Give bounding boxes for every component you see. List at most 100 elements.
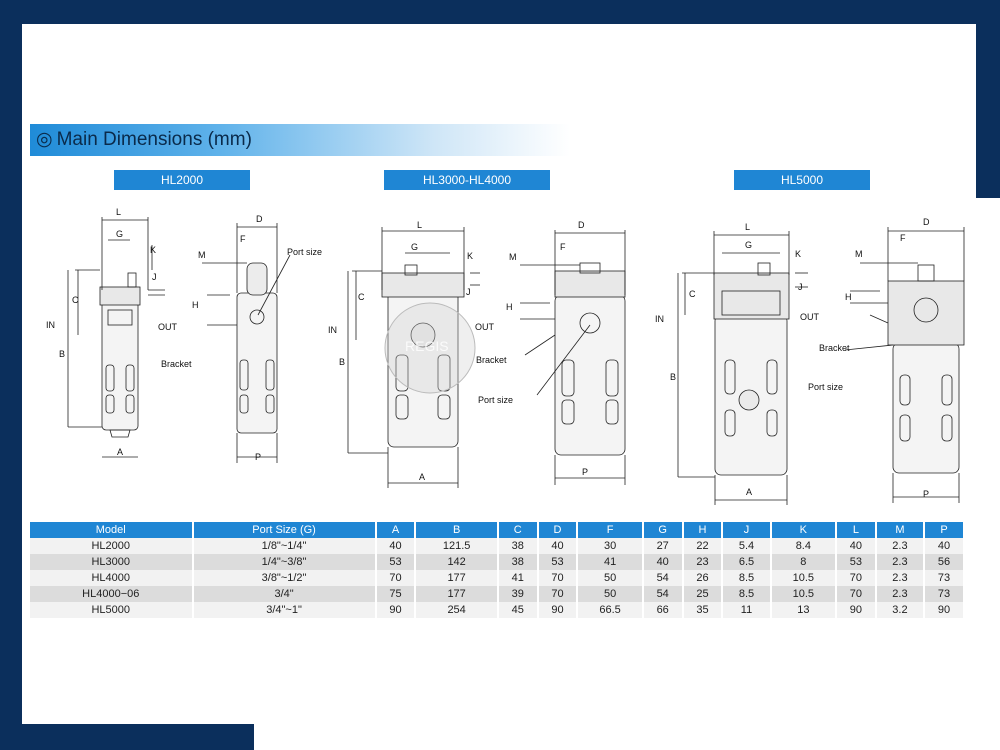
- label-f: F: [560, 242, 566, 252]
- table-cell: 90: [537, 602, 579, 618]
- table-cell: 3/4": [192, 586, 377, 602]
- table-cell: 70: [375, 570, 417, 586]
- table-cell: 75: [375, 586, 417, 602]
- table-cell: 54: [642, 586, 684, 602]
- label-l: L: [745, 222, 750, 232]
- label-in: IN: [328, 325, 337, 335]
- hl3000-front-view: [347, 227, 480, 488]
- label-c: C: [72, 295, 79, 305]
- label-k: K: [467, 251, 473, 261]
- table-cell: 3/4"~1": [192, 602, 377, 618]
- label-c: C: [689, 289, 696, 299]
- section-title-text: Main Dimensions (mm): [56, 129, 252, 150]
- frame-accent-right: [976, 24, 1000, 198]
- hl3000-side-view: [520, 230, 626, 485]
- regis-watermark: REGIS: [384, 302, 476, 394]
- label-m: M: [198, 250, 206, 260]
- table-cell: 3/8"~1/2": [192, 570, 377, 586]
- table-cell: 38: [497, 554, 539, 570]
- label-d: D: [578, 220, 585, 230]
- label-f: F: [240, 234, 246, 244]
- label-b: B: [59, 349, 65, 359]
- label-out: OUT: [475, 322, 495, 332]
- table-header-cell: H: [682, 522, 724, 538]
- label-h: H: [192, 300, 199, 310]
- label-g: G: [411, 242, 418, 252]
- label-b: B: [670, 372, 676, 382]
- table-cell: 50: [577, 570, 644, 586]
- label-in: IN: [655, 314, 664, 324]
- label-j: J: [152, 272, 157, 282]
- label-a: A: [746, 487, 752, 497]
- table-cell: 30: [577, 538, 644, 554]
- hl5000-side-view: [844, 227, 965, 503]
- table-cell: 53: [836, 554, 877, 570]
- table-cell: 40: [924, 538, 965, 554]
- table-cell: 177: [415, 586, 499, 602]
- table-cell: 70: [836, 586, 877, 602]
- bullet-circle-icon: ◎: [36, 129, 53, 150]
- table-cell: 177: [415, 570, 499, 586]
- table-cell: 45: [497, 602, 539, 618]
- table-cell: 70: [836, 570, 877, 586]
- table-cell: 10.5: [770, 570, 838, 586]
- table-cell: 2.3: [875, 538, 926, 554]
- table-header-cell: P: [924, 522, 965, 538]
- table-cell: 3.2: [875, 602, 926, 618]
- label-k: K: [795, 249, 801, 259]
- table-cell: HL4000−06: [30, 586, 194, 602]
- label-bracket: Bracket: [819, 343, 850, 353]
- table-header-cell: C: [497, 522, 539, 538]
- label-h: H: [845, 292, 852, 302]
- label-k: K: [150, 245, 156, 255]
- table-cell: 2.3: [875, 570, 926, 586]
- table-cell: HL2000: [30, 538, 194, 554]
- table-cell: 73: [924, 570, 965, 586]
- hl2000-side-view: [202, 223, 291, 463]
- table-cell: 6.5: [722, 554, 772, 570]
- table-cell: 54: [642, 570, 684, 586]
- table-cell: 2.3: [875, 554, 926, 570]
- label-out: OUT: [800, 312, 820, 322]
- table-cell: HL3000: [30, 554, 194, 570]
- table-cell: 27: [642, 538, 684, 554]
- hl5000-front-view: [677, 231, 808, 505]
- table-cell: 2.3: [875, 586, 926, 602]
- model-label-hl5000: HL5000: [734, 170, 870, 190]
- table-cell: 40: [537, 538, 579, 554]
- table-header-cell: G: [642, 522, 684, 538]
- label-bracket: Bracket: [476, 355, 507, 365]
- table-cell: HL5000: [30, 602, 194, 618]
- label-in: IN: [46, 320, 55, 330]
- watermark-text: REGIS: [405, 338, 449, 354]
- table-cell: 35: [682, 602, 724, 618]
- label-port-size: Port size: [808, 382, 843, 392]
- table-header-cell: J: [722, 522, 772, 538]
- label-c: C: [358, 292, 365, 302]
- hl2000-front-view: [67, 217, 165, 458]
- label-out: OUT: [158, 322, 178, 332]
- table-cell: 254: [415, 602, 499, 618]
- table-header-cell: L: [836, 522, 877, 538]
- table-cell: 66: [642, 602, 684, 618]
- label-bracket: Bracket: [161, 359, 192, 369]
- model-label-hl2000: HL2000: [114, 170, 250, 190]
- section-title-bar: [30, 124, 570, 156]
- table-cell: 13: [770, 602, 838, 618]
- table-cell: 41: [577, 554, 644, 570]
- label-g: G: [745, 240, 752, 250]
- table-cell: 10.5: [770, 586, 838, 602]
- table-header-cell: M: [875, 522, 926, 538]
- table-cell: 66.5: [577, 602, 644, 618]
- table-cell: 121.5: [415, 538, 499, 554]
- frame-accent-top: [714, 0, 1000, 24]
- table-cell: 73: [924, 586, 965, 602]
- table-cell: 39: [497, 586, 539, 602]
- frame-accent-left: [0, 576, 22, 750]
- frame-accent-bottom: [0, 724, 254, 750]
- label-b: B: [339, 357, 345, 367]
- table-cell: 41: [497, 570, 539, 586]
- label-p: P: [255, 452, 261, 462]
